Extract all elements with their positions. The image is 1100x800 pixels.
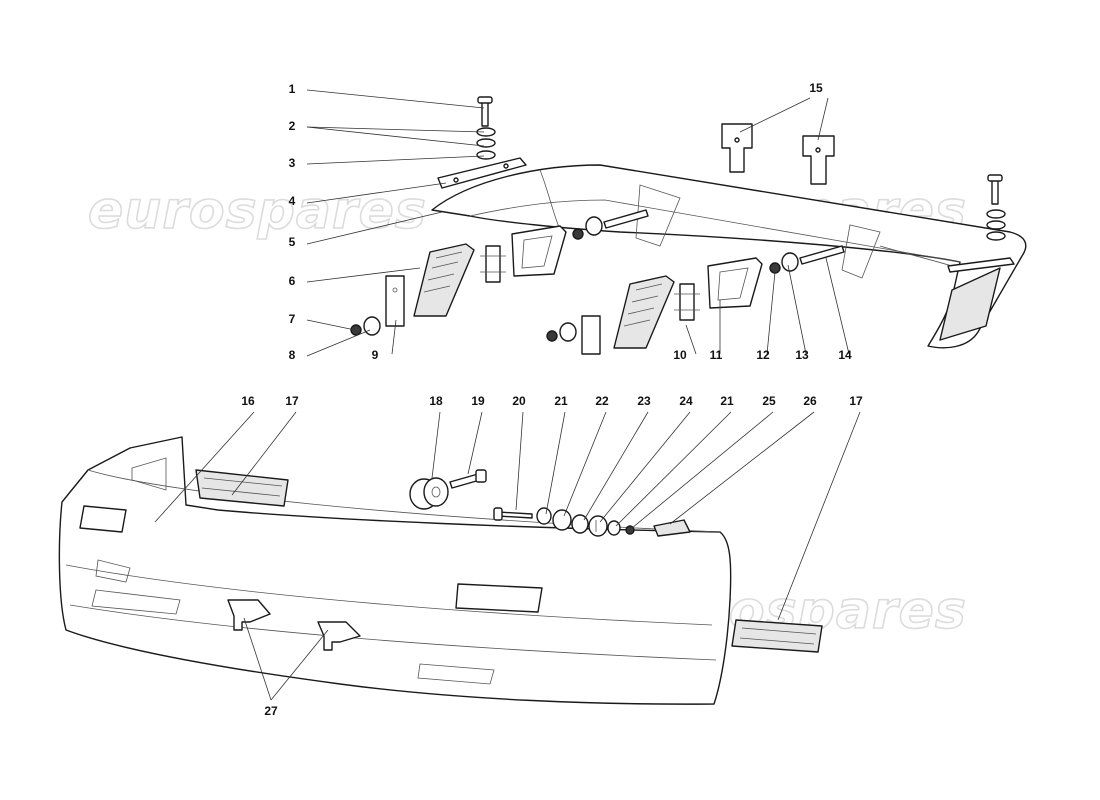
callout-c25: 25 <box>762 394 776 408</box>
front-fixings <box>409 469 691 537</box>
callout-c24: 24 <box>679 394 693 408</box>
leader-line <box>431 411 441 479</box>
callout-c19: 19 <box>471 394 485 408</box>
callout-c4: 4 <box>289 194 296 208</box>
leader-line <box>306 329 371 357</box>
leader-line <box>739 97 811 133</box>
callout-c7: 7 <box>289 312 296 326</box>
callout-c27: 27 <box>264 704 278 718</box>
callout-c15: 15 <box>809 81 823 95</box>
callout-c14: 14 <box>838 348 852 362</box>
leader-line <box>766 271 776 355</box>
leader-line <box>777 411 861 621</box>
leader-line <box>306 155 485 165</box>
callout-c18: 18 <box>429 394 443 408</box>
reflector-17-left <box>195 469 289 507</box>
callout-c3: 3 <box>289 156 296 170</box>
callout-c21a: 21 <box>554 394 568 408</box>
front-bumper-assembly <box>58 436 732 705</box>
leader-line <box>243 617 272 701</box>
callout-c26: 26 <box>803 394 817 408</box>
callout-c17a: 17 <box>285 394 299 408</box>
callout-c10: 10 <box>673 348 687 362</box>
leader-line <box>515 411 524 511</box>
callout-c2: 2 <box>289 119 296 133</box>
callout-c1: 1 <box>289 82 296 96</box>
rear-bumper-shell <box>431 164 1027 349</box>
rear-bumper-assembly <box>431 164 1027 349</box>
leader-line <box>154 411 255 523</box>
callout-c8: 8 <box>289 348 296 362</box>
leader-lines <box>154 89 861 701</box>
leader-line <box>669 411 815 525</box>
callout-c11: 11 <box>710 348 723 362</box>
leader-line <box>631 411 774 529</box>
callout-c16: 16 <box>241 394 255 408</box>
rear-left-absorber-set <box>350 209 649 336</box>
front-bumper-shell <box>58 436 732 705</box>
callout-c22: 22 <box>595 394 609 408</box>
callout-c5: 5 <box>289 235 296 249</box>
leader-line <box>391 319 397 355</box>
leader-line <box>599 411 691 523</box>
callout-c9: 9 <box>372 348 379 362</box>
leader-line <box>306 89 485 109</box>
leader-line <box>787 264 807 355</box>
callout-c13: 13 <box>795 348 809 362</box>
leader-line <box>306 267 421 283</box>
leader-line <box>583 411 649 521</box>
callout-c20: 20 <box>512 394 526 408</box>
leader-line <box>563 411 607 517</box>
leader-line <box>306 126 485 147</box>
leader-line <box>270 629 329 701</box>
rear-left-fixings <box>437 96 527 189</box>
leader-line <box>467 411 483 475</box>
callout-c12: 12 <box>756 348 770 362</box>
leader-line <box>306 211 443 245</box>
leader-line <box>231 411 297 496</box>
leader-line <box>615 411 732 527</box>
leader-line <box>817 97 829 141</box>
watermark-text: eurospares <box>88 181 427 241</box>
leader-line <box>545 411 566 515</box>
leader-line <box>685 324 697 355</box>
callout-c6: 6 <box>289 274 296 288</box>
callout-c17b: 17 <box>849 394 863 408</box>
rear-right-absorber-set <box>546 245 845 355</box>
callout-c23: 23 <box>637 394 651 408</box>
bracket-15-pair <box>721 123 835 185</box>
leader-line <box>825 257 850 355</box>
leader-line <box>306 182 447 204</box>
leader-line <box>306 126 485 133</box>
leader-line <box>306 319 356 331</box>
callout-c21b: 21 <box>720 394 734 408</box>
reflector-17-right <box>731 619 823 653</box>
